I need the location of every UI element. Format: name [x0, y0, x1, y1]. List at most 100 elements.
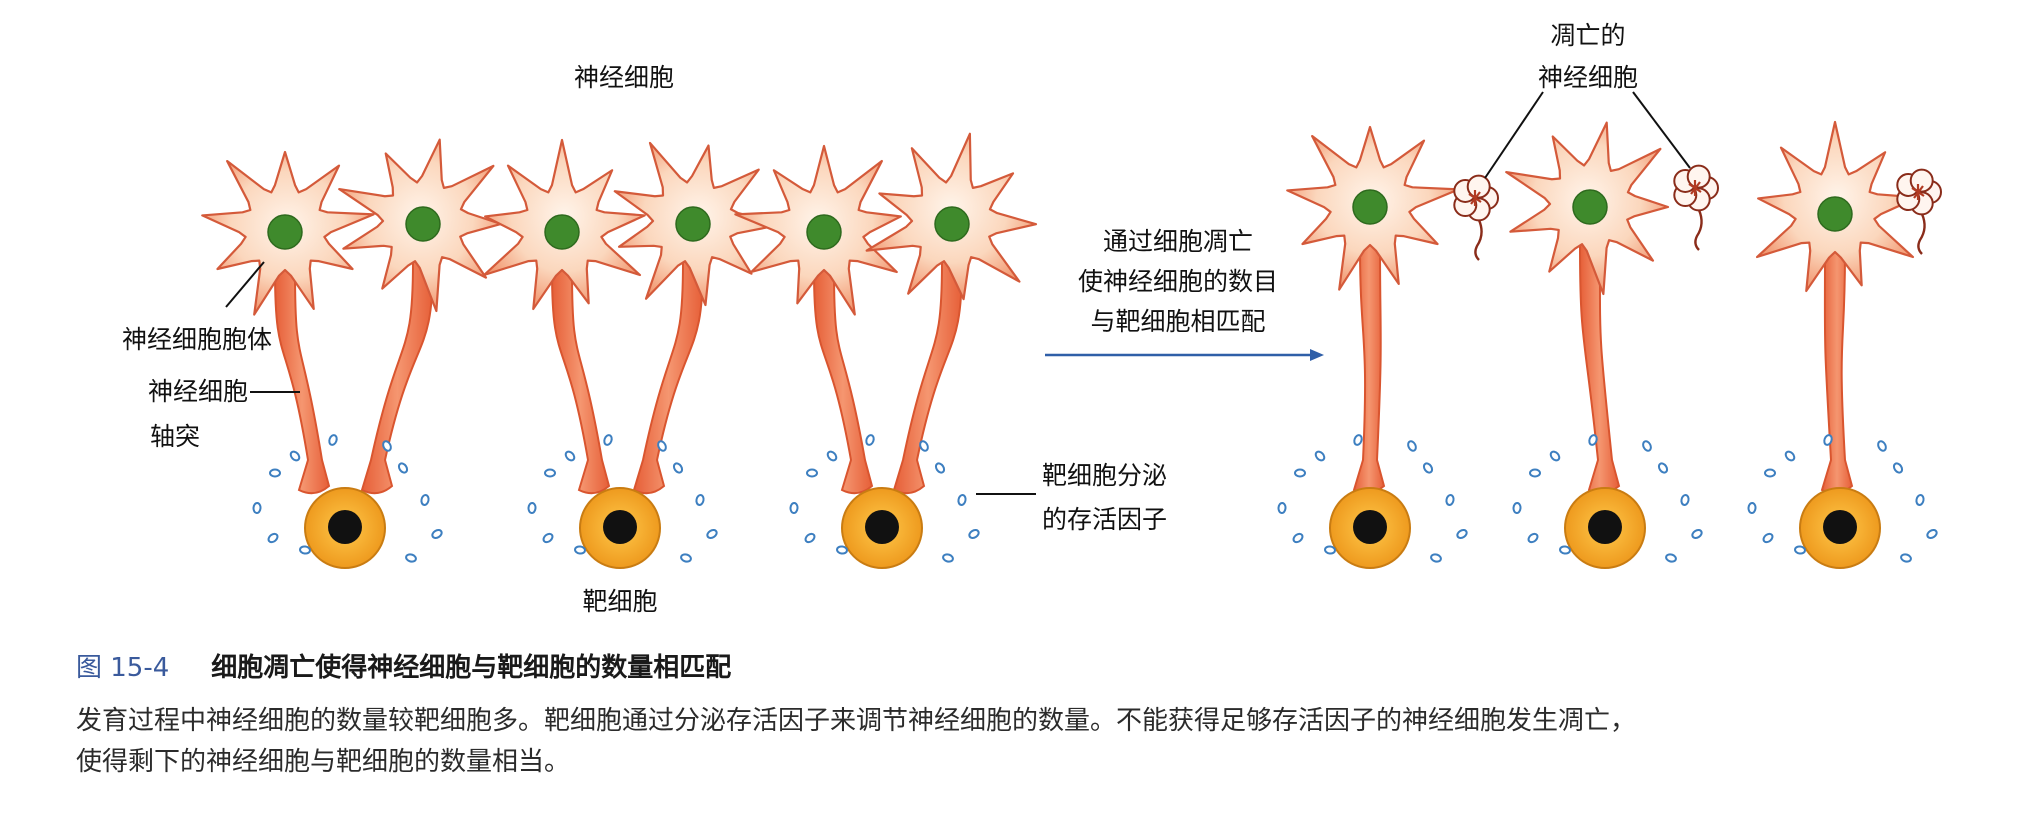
- apoptotic-neuron: [1453, 174, 1499, 261]
- survival-factor-dot: [564, 450, 576, 462]
- neuron-axon: [632, 261, 705, 495]
- survival-factor-dot: [1559, 545, 1571, 555]
- apoptotic-neuron: [1673, 164, 1719, 251]
- survival-factor-dot: [942, 553, 954, 563]
- target-cell: [841, 487, 923, 569]
- process-arrow-head: [1310, 349, 1324, 361]
- survival-factor-dot: [706, 529, 718, 539]
- figure-caption: 图 15-4 细胞凋亡使得神经细胞与靶细胞的数量相匹配 发育过程中神经细胞的数量较…: [76, 648, 2011, 783]
- neuron: [1505, 121, 1670, 495]
- axon-label-line1: 神经细胞: [148, 377, 248, 406]
- dead-neuron-label-line1: 凋亡的: [1550, 21, 1625, 50]
- neuron-axon: [1820, 251, 1854, 495]
- survival-factor-dot: [382, 440, 392, 452]
- neurons-layer: [201, 120, 1919, 495]
- survival-factor-dot: [1642, 440, 1652, 452]
- survival-factor-dot: [1762, 532, 1774, 544]
- survival-factor-dot: [1588, 434, 1598, 446]
- survival-factor-dot: [405, 553, 417, 563]
- neuron-axon: [273, 269, 331, 495]
- survival-factor-dot: [1892, 462, 1904, 474]
- factor-label-line1: 靶细胞分泌: [1042, 461, 1167, 490]
- survival-factor-dot: [1324, 545, 1336, 555]
- neuron-nucleus: [675, 206, 711, 242]
- survival-factor-dot: [289, 450, 301, 462]
- survival-factor-dot: [1784, 450, 1796, 462]
- survival-factor-dot: [1314, 450, 1326, 462]
- survival-factor-dot: [1549, 450, 1561, 462]
- neuron-nucleus: [267, 214, 303, 250]
- survival-factor-dot: [1691, 529, 1703, 539]
- neuron-nucleus: [405, 206, 441, 242]
- survival-factor-dot: [1512, 502, 1522, 514]
- survival-factor-dot: [1527, 532, 1539, 544]
- target-cell-nucleus: [1353, 510, 1387, 544]
- figure-title: 细胞凋亡使得神经细胞与靶细胞的数量相匹配: [211, 653, 732, 683]
- figure-number: 图 15-4: [76, 653, 170, 683]
- neuron-axon: [892, 261, 964, 495]
- neuron-axon: [360, 261, 435, 495]
- target-cell: [304, 487, 386, 569]
- survival-factor-dot: [957, 494, 967, 506]
- survival-factor-dot: [789, 502, 799, 514]
- soma-label: 神经细胞胞体: [122, 325, 272, 354]
- survival-factor-dot: [934, 462, 946, 474]
- target-cell: [1329, 487, 1411, 569]
- apoptotic-core: [1911, 184, 1925, 200]
- apoptotic-neuron: [1896, 168, 1942, 255]
- survival-factor-dot: [574, 545, 586, 555]
- arrow-label-line3: 与靶细胞相匹配: [1090, 307, 1265, 336]
- apoptotic-tail: [1694, 209, 1703, 251]
- soma-leader-line: [225, 261, 265, 308]
- target-cells-layer: [304, 487, 1881, 569]
- apoptotic-tail: [1917, 213, 1926, 255]
- target-cell-label: 靶细胞: [582, 587, 657, 616]
- target-cell-nucleus: [603, 510, 637, 544]
- survival-factor-dot: [1294, 468, 1306, 478]
- survival-factor-dot: [1529, 468, 1541, 478]
- apoptotic-core: [1688, 180, 1702, 196]
- target-cell: [1799, 487, 1881, 569]
- figure-description-line1: 发育过程中神经细胞的数量较靶细胞多。靶细胞通过分泌存活因子来调节神经细胞的数量。…: [76, 706, 1637, 736]
- survival-factor-dot: [865, 434, 875, 446]
- survival-factor-dot: [1747, 502, 1757, 514]
- neuron-nucleus: [1817, 196, 1853, 232]
- apoptotic-fragment: [1466, 174, 1491, 199]
- neuron-nucleus: [1352, 189, 1388, 225]
- neuron-apoptosis-diagram: 神经细胞 神经细胞胞体 神经细胞 轴突 靶细胞 靶细胞分泌 的存活因子 通过细胞…: [122, 21, 1942, 616]
- survival-factor-dot: [1422, 462, 1434, 474]
- survival-factors-layer: [252, 434, 1938, 563]
- survival-factor-dot: [527, 502, 537, 514]
- survival-factor-dot: [1445, 494, 1455, 506]
- neuron: [338, 138, 503, 495]
- survival-factor-dot: [806, 468, 818, 478]
- neuron-nucleus: [806, 214, 842, 250]
- survival-factor-dot: [328, 434, 338, 446]
- survival-factor-dot: [1926, 529, 1938, 539]
- target-cell: [579, 487, 661, 569]
- survival-factor-dot: [1456, 529, 1468, 539]
- apoptotic-core: [1468, 190, 1482, 206]
- apoptotic-fragment: [1686, 164, 1711, 189]
- survival-factor-dot: [1794, 545, 1806, 555]
- survival-factor-dot: [267, 532, 279, 544]
- neuron-nucleus: [544, 214, 580, 250]
- survival-factor-dot: [603, 434, 613, 446]
- neuron-nucleus: [934, 206, 970, 242]
- neuron-axon: [550, 269, 611, 495]
- target-cell-nucleus: [1823, 510, 1857, 544]
- neurons-label: 神经细胞: [574, 63, 674, 92]
- target-cell-nucleus: [1588, 510, 1622, 544]
- survival-factor-dot: [968, 529, 980, 539]
- survival-factor-dot: [1407, 440, 1417, 452]
- factor-label-line2: 的存活因子: [1042, 505, 1167, 534]
- figure-description-line2: 使得剩下的神经细胞与靶细胞的数量相当。: [76, 747, 571, 777]
- neuron: [201, 150, 375, 495]
- survival-factor-dot: [1353, 434, 1363, 446]
- survival-factor-dot: [269, 468, 281, 478]
- survival-factor-dot: [1680, 494, 1690, 506]
- survival-factor-dot: [1877, 440, 1887, 452]
- neuron-nucleus: [1572, 189, 1608, 225]
- survival-factor-dot: [1915, 494, 1925, 506]
- figure-description: 发育过程中神经细胞的数量较靶细胞多。靶细胞通过分泌存活因子来调节神经细胞的数量。…: [76, 701, 2011, 783]
